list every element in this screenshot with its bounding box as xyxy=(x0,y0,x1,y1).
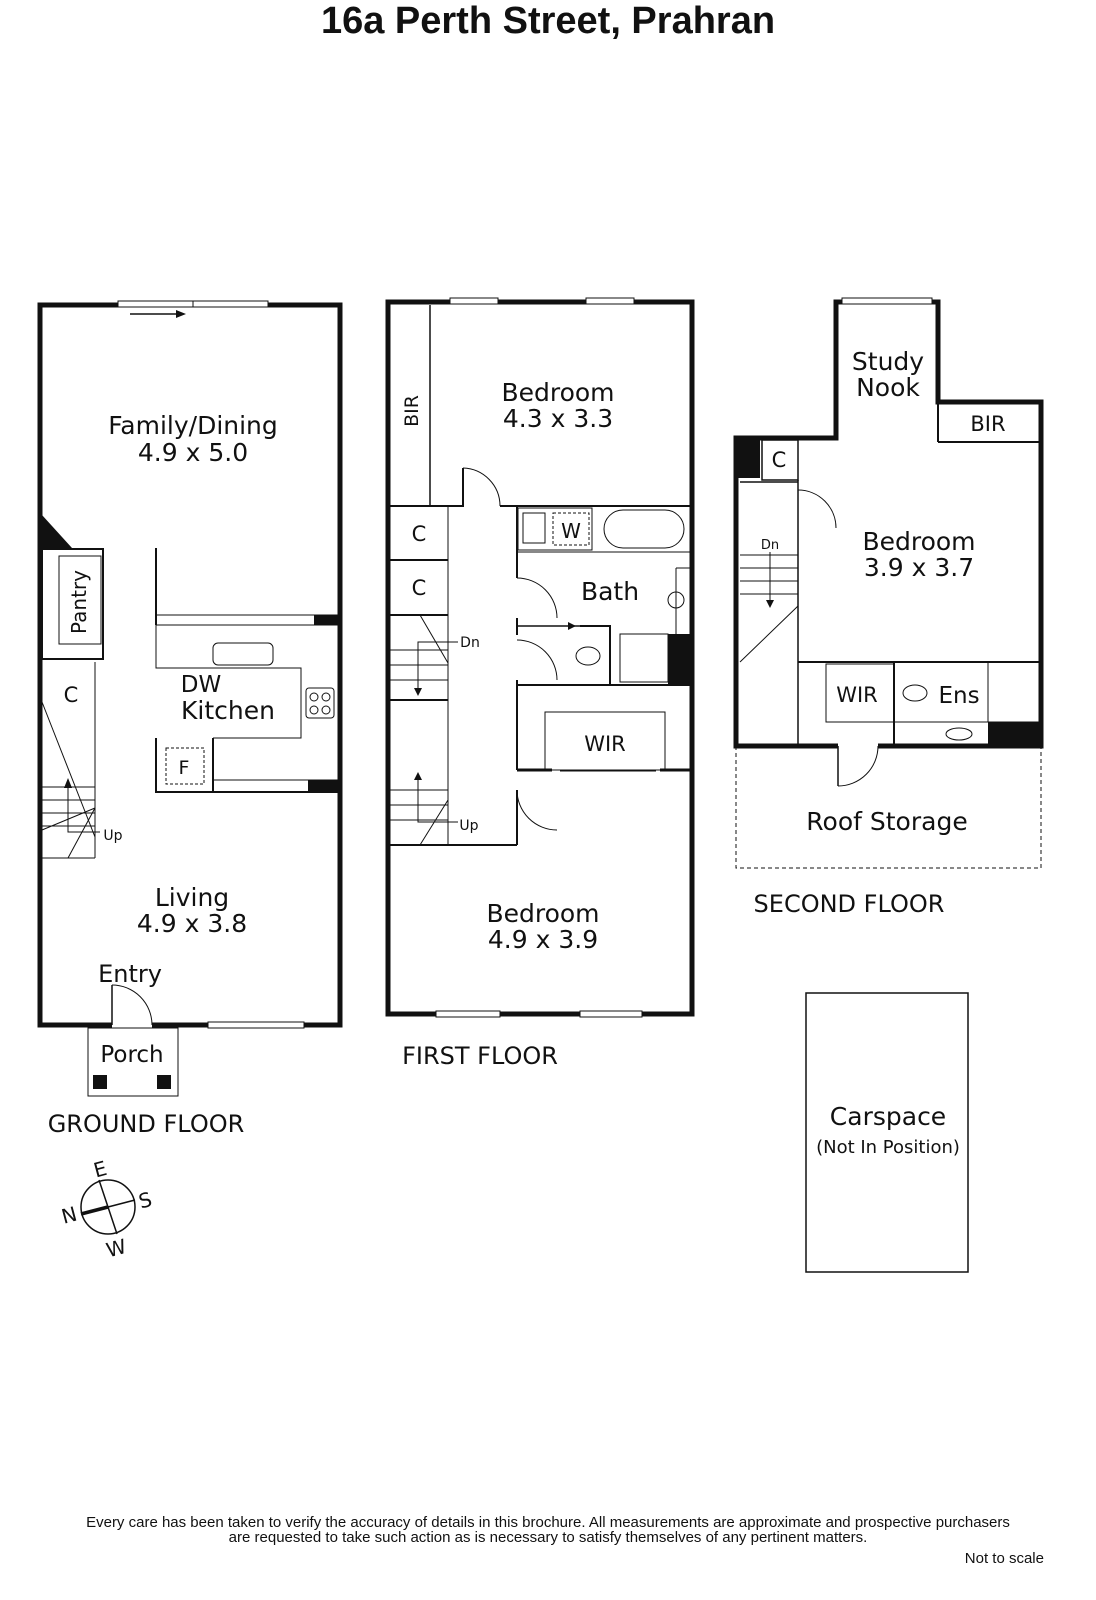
room-study-nook-line1: Study xyxy=(852,347,924,376)
room-cupboard-1: C xyxy=(412,522,427,546)
room-porch: Porch xyxy=(100,1042,163,1068)
room-bir: BIR xyxy=(401,395,423,427)
room-living-size: 4.9 x 3.8 xyxy=(137,909,247,938)
room-bath: Bath xyxy=(581,577,639,606)
disclaimer-line-1: Every care has been taken to verify the … xyxy=(86,1514,1010,1531)
compass-s: S xyxy=(136,1187,154,1213)
fridge-label: F xyxy=(179,757,190,779)
carspace-note: (Not In Position) xyxy=(816,1137,960,1158)
stairs-up-label: Up xyxy=(103,828,122,844)
room-bedroom: Bedroom xyxy=(862,527,975,556)
room-family-dining: Family/Dining xyxy=(108,411,278,440)
room-bedroom-1: Bedroom xyxy=(501,378,614,407)
page-title: 16a Perth Street, Prahran xyxy=(320,0,776,42)
second-floor-label: SECOND FLOOR xyxy=(754,890,945,918)
room-family-dining-size: 4.9 x 5.0 xyxy=(138,438,248,467)
room-cupboard: C xyxy=(64,683,79,707)
stairs-up-label: Up xyxy=(459,818,478,834)
first-floor-plan xyxy=(385,297,695,1018)
room-bedroom-1-size: 4.3 x 3.3 xyxy=(503,404,613,433)
disclaimer-line-2: are requested to take such action as is … xyxy=(228,1529,868,1546)
compass-w: W xyxy=(104,1234,130,1262)
room-entry: Entry xyxy=(98,960,162,988)
room-wir: WIR xyxy=(836,683,878,707)
room-bedroom-2: Bedroom xyxy=(486,899,599,928)
washer-label: W xyxy=(561,519,581,543)
room-pantry: Pantry xyxy=(67,570,91,634)
room-study-nook-line2: Nook xyxy=(856,373,920,402)
ground-floor-plan xyxy=(37,300,343,1097)
room-bedroom-size: 3.9 x 3.7 xyxy=(864,553,974,582)
disclaimer: Every care has been taken to verify the … xyxy=(0,1515,1096,1545)
room-wir: WIR xyxy=(584,732,626,756)
carspace-label: Carspace xyxy=(830,1102,946,1131)
dishwasher-label: DW xyxy=(181,672,221,698)
carspace-outline xyxy=(805,992,969,1273)
first-floor-label: FIRST FLOOR xyxy=(402,1042,558,1070)
ground-floor-label: GROUND FLOOR xyxy=(48,1110,245,1138)
stairs-down-label: Dn xyxy=(460,635,480,651)
room-cupboard-2: C xyxy=(412,576,427,600)
room-roof-storage: Roof Storage xyxy=(806,807,967,836)
compass-n: N xyxy=(59,1202,80,1229)
compass-e: E xyxy=(91,1156,109,1182)
room-bir: BIR xyxy=(970,412,1005,436)
room-bedroom-2-size: 4.9 x 3.9 xyxy=(488,925,598,954)
stairs-down-label: Dn xyxy=(761,538,779,553)
compass-icon xyxy=(80,1179,136,1235)
scale-note: Not to scale xyxy=(964,1550,1044,1567)
room-cupboard: C xyxy=(772,448,787,472)
second-floor-plan xyxy=(733,297,1044,869)
room-kitchen: Kitchen xyxy=(181,696,275,725)
room-living: Living xyxy=(155,883,229,912)
room-ensuite: Ens xyxy=(938,683,979,709)
